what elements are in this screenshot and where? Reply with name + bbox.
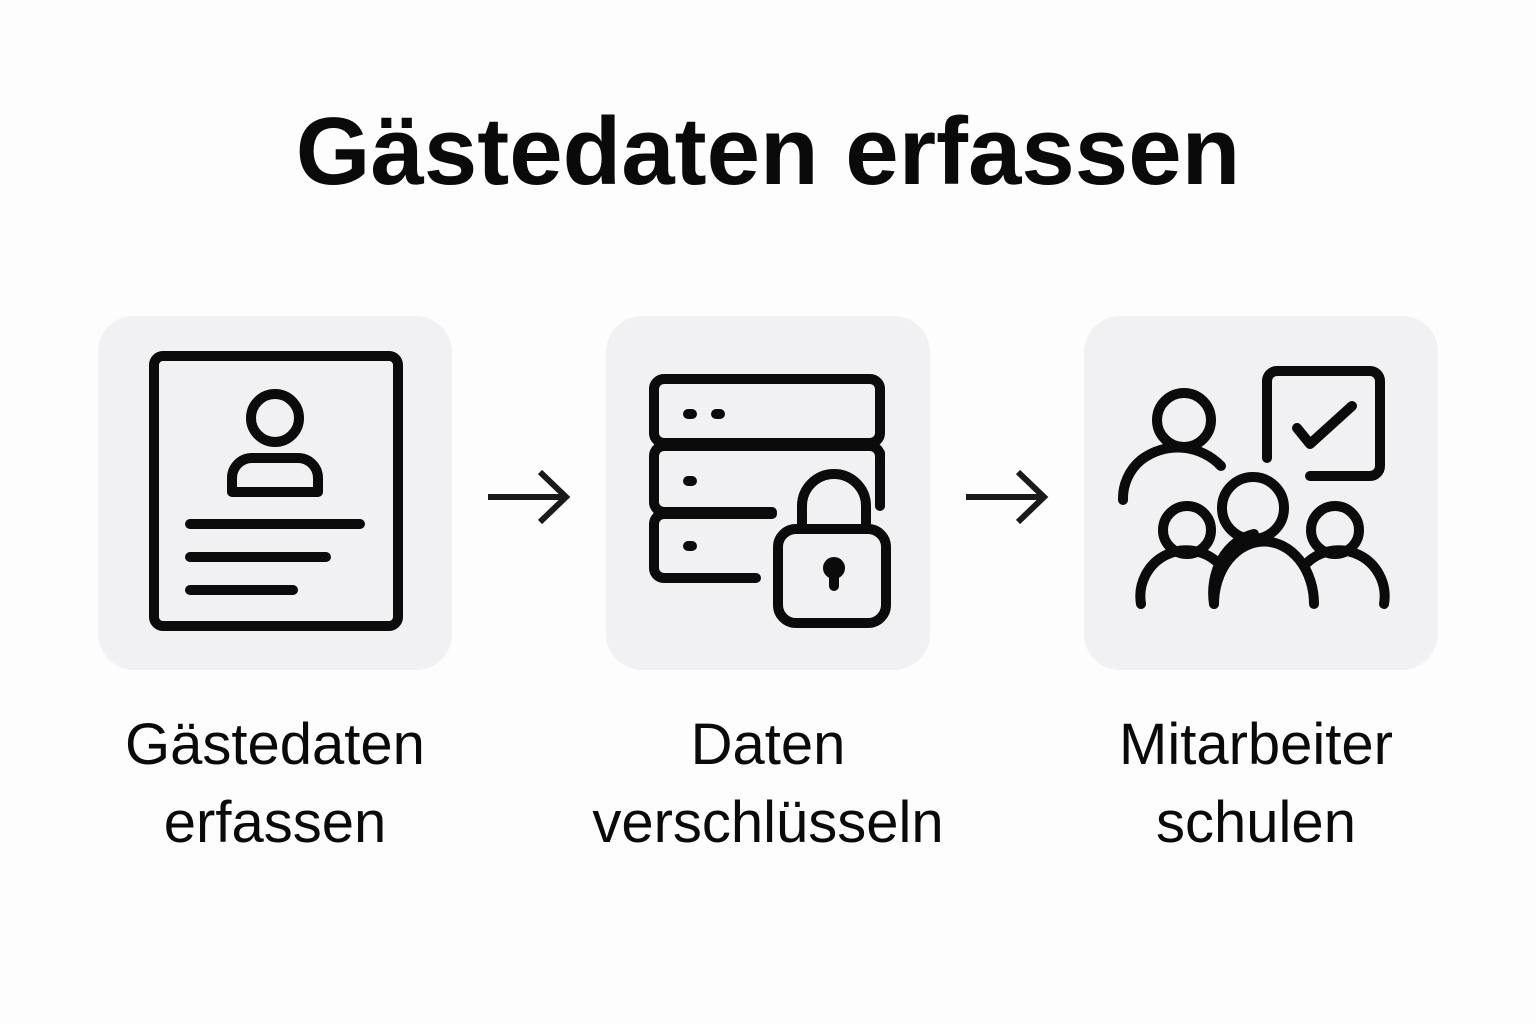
step-1-label: Gästedaten erfassen xyxy=(75,706,475,862)
step-1-label-line1: Gästedaten xyxy=(125,712,425,777)
team-training-checkmark-icon xyxy=(1118,366,1390,609)
connector-arrow-1 xyxy=(484,462,574,532)
diagram-title: Gästedaten erfassen xyxy=(295,98,1241,205)
step-3-label: Mitarbeiter schulen xyxy=(1056,706,1456,862)
step-2-tile xyxy=(606,316,930,670)
step-2-label-line1: Daten xyxy=(690,712,846,777)
step-1-label-line2: erfassen xyxy=(163,790,387,855)
connector-arrow-2 xyxy=(962,462,1052,532)
step-3-tile xyxy=(1084,316,1438,670)
step-2-label-line2: verschlüsseln xyxy=(592,790,944,855)
step-2-label: Daten verschlüsseln xyxy=(568,706,968,862)
id-card-person-icon xyxy=(149,351,403,631)
arrow-right-icon xyxy=(966,469,1049,525)
step-3-label-line1: Mitarbeiter xyxy=(1119,712,1393,777)
server-lock-icon xyxy=(649,374,891,628)
step-1-tile xyxy=(98,316,452,670)
arrow-right-icon xyxy=(488,469,571,525)
step-3-label-line2: schulen xyxy=(1156,790,1356,855)
